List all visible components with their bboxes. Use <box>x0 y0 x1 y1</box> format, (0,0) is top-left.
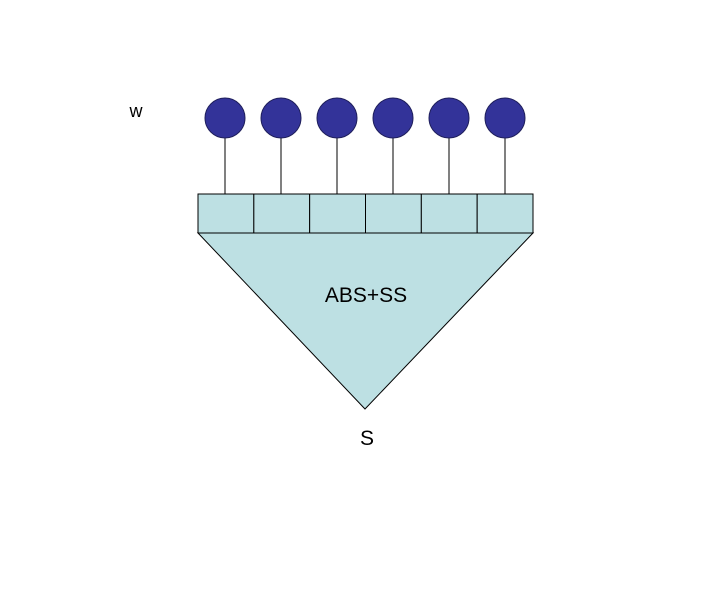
abs-ss-funnel <box>196 232 535 410</box>
input-node <box>484 97 526 139</box>
input-cell <box>309 193 366 234</box>
input-cell <box>420 193 478 234</box>
input-node <box>204 97 246 139</box>
input-cell <box>253 193 311 234</box>
input-cell <box>365 193 422 234</box>
abs-ss-label: ABS+SS <box>325 284 407 307</box>
input-cell-row <box>197 193 534 234</box>
input-cell <box>476 193 534 234</box>
input-nodes <box>204 97 526 139</box>
w-label: w <box>129 101 144 121</box>
s-label: S <box>360 427 374 450</box>
input-node <box>316 97 358 139</box>
input-node <box>428 97 470 139</box>
input-node <box>372 97 414 139</box>
input-cell <box>197 193 255 234</box>
connector-lines <box>224 138 506 194</box>
input-node <box>260 97 302 139</box>
